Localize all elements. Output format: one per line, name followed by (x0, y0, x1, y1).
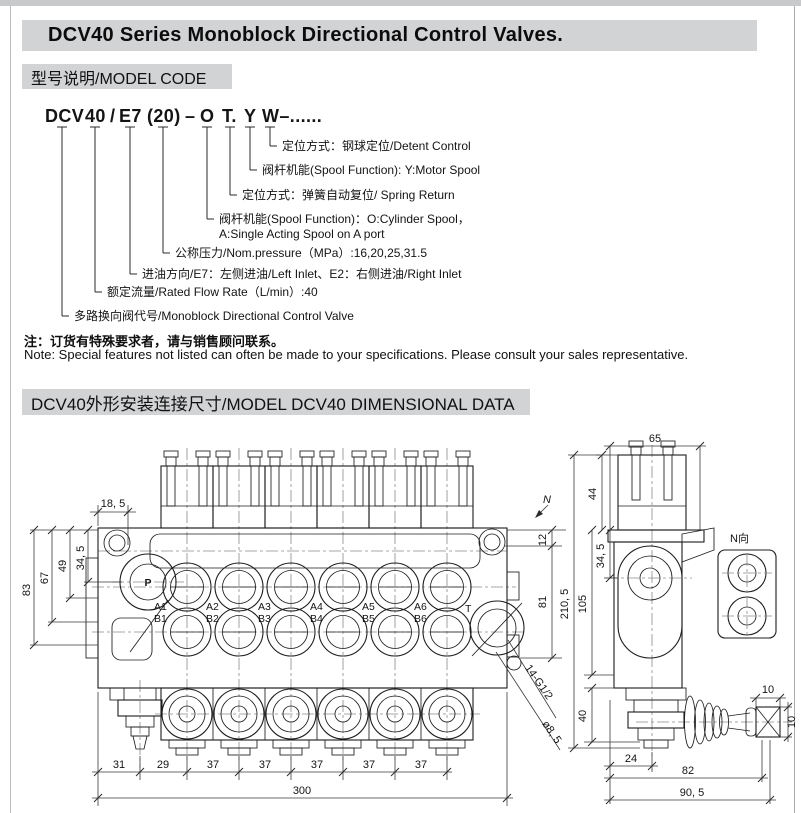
relief-valve (117, 687, 163, 750)
dim-65: 65 (649, 433, 661, 445)
model-code-token: – (185, 106, 195, 126)
n-direction-view: N向 (717, 531, 777, 639)
dim-210-5: 210, 5 (559, 589, 571, 620)
page-left-edge (10, 6, 11, 813)
leader-hole-label: ø8, 5 (539, 719, 563, 746)
dim-chain: 37 (363, 759, 375, 771)
port-label-b: B4 (310, 613, 323, 625)
dim-chain: 37 (415, 759, 427, 771)
section-header-model-code: 型号说明/MODEL CODE (22, 64, 232, 89)
page-right-edge (794, 6, 795, 813)
model-code-diagram: DCV 40 / E7 (20) – O T. Y W–...... 定位方式：… (45, 106, 480, 323)
dim-total: 300 (293, 785, 311, 797)
port-label-b: B3 (258, 613, 271, 625)
p-port-label: P (144, 577, 151, 589)
port-label-b: B5 (362, 613, 375, 625)
dim-105: 105 (577, 595, 589, 613)
dim-10-side: 10 (786, 716, 798, 728)
port-label-b: B6 (414, 613, 427, 625)
model-code-token: T. (222, 106, 237, 126)
dim-chain: 37 (311, 759, 323, 771)
port-label-a: A3 (258, 601, 271, 613)
model-code-token: / (110, 106, 115, 126)
port-label-a: A5 (362, 601, 375, 613)
dim-81: 81 (537, 596, 549, 608)
front-dimensions: 18, 5 34, 5 49 67 83 12 81 N (21, 494, 566, 806)
front-lower-block (160, 687, 474, 756)
front-view-caps (160, 450, 474, 529)
dim-12: 12 (537, 534, 549, 546)
port-label-a: A6 (414, 601, 427, 613)
model-code-label-motor: 阀杆机能(Spool Function): Y:Motor Spool (262, 163, 480, 177)
lever-handle (684, 695, 781, 749)
n-view-title: N向 (730, 531, 749, 545)
model-code-token: (20) (147, 106, 181, 126)
port-labels: A1 A2 A3 A4 A5 A6 B1 B2 B3 B4 B5 B6 T (154, 601, 472, 625)
dim-24: 24 (625, 753, 637, 765)
model-code-label-detent: 定位方式：钢球定位/Detent Control (282, 138, 471, 153)
n-view-marker: N (543, 494, 551, 506)
side-view-body (607, 440, 715, 749)
model-code-label-inlet: 进油方向/E7：左侧进油/Left Inlet、E2：右侧进油/Right In… (142, 266, 462, 281)
dim-67: 67 (39, 572, 51, 584)
model-code-token: E7 (119, 106, 142, 126)
model-code-label-flow: 额定流量/Rated Flow Rate（L/min）:40 (107, 284, 318, 299)
page-title-bar: DCV40 Series Monoblock Directional Contr… (22, 20, 757, 51)
model-code-label-spring: 定位方式：弹簧自动复位/ Spring Return (242, 187, 455, 202)
port-label-a: A2 (206, 601, 219, 613)
model-code-token: Y (244, 106, 256, 126)
dim-82: 82 (682, 765, 694, 777)
dim-34-5: 34, 5 (75, 546, 87, 570)
dim-90-5: 90, 5 (680, 787, 704, 799)
model-code-connectors (57, 126, 277, 317)
page-title: DCV40 Series Monoblock Directional Contr… (48, 24, 564, 46)
port-label-b: B1 (154, 613, 167, 625)
dim-18-5: 18, 5 (101, 498, 125, 510)
section-header-model-code-label: 型号说明/MODEL CODE (31, 70, 207, 88)
model-code-label-series: 多路换向阀代号/Monoblock Directional Control Va… (74, 308, 354, 323)
dim-49: 49 (57, 560, 69, 572)
model-code-token: 40 (85, 106, 106, 126)
note-english: Note: Special features not listed can of… (24, 347, 689, 362)
model-code-token: O (200, 106, 214, 126)
dim-83: 83 (21, 584, 33, 596)
port-label-t: T (465, 603, 472, 615)
dim-chain: 29 (157, 759, 169, 771)
dim-10-top: 10 (762, 684, 774, 696)
dim-chain: 37 (259, 759, 271, 771)
model-code-token: W–...... (262, 106, 322, 126)
section-header-dimensional-data-label: DCV40外形安装连接尺寸/MODEL DCV40 DIMENSIONAL DA… (31, 394, 515, 414)
side-view: 65 44 34, 5 105 210, 5 40 (559, 433, 798, 805)
model-code-token: DCV (45, 106, 84, 126)
port-label-a: A1 (154, 601, 167, 613)
model-code-label-cylinder2: A:Single Acting Spool on A port (219, 227, 385, 241)
page-top-edge (0, 0, 801, 6)
port-label-b: B2 (206, 613, 219, 625)
dim-chain: 37 (207, 759, 219, 771)
dim-34-5-side: 34, 5 (595, 544, 607, 568)
model-code-label-pressure: 公称压力/Nom.pressure（MPa）:16,20,25,31.5 (175, 246, 427, 260)
note-chinese: 注：订货有特殊要求者，请与销售顾问联系。 (24, 334, 285, 349)
side-dimensions: 65 44 34, 5 105 210, 5 40 (559, 433, 798, 805)
model-code-label-cylinder: 阀杆机能(Spool Function)：O:Cylinder Spool， (219, 212, 470, 226)
front-view: P A1 A2 A3 A4 A5 A6 B1 B2 B3 B4 B5 B6 T (21, 448, 566, 806)
t-port (469, 600, 525, 671)
leader-thread-label: 14-G1/2 (522, 663, 555, 702)
section-header-dimensional-data: DCV40外形安装连接尺寸/MODEL DCV40 DIMENSIONAL DA… (22, 389, 530, 415)
port-label-a: A4 (310, 601, 323, 613)
dim-chain: 31 (113, 759, 125, 771)
dim-44: 44 (587, 488, 599, 500)
dim-40: 40 (577, 710, 589, 722)
